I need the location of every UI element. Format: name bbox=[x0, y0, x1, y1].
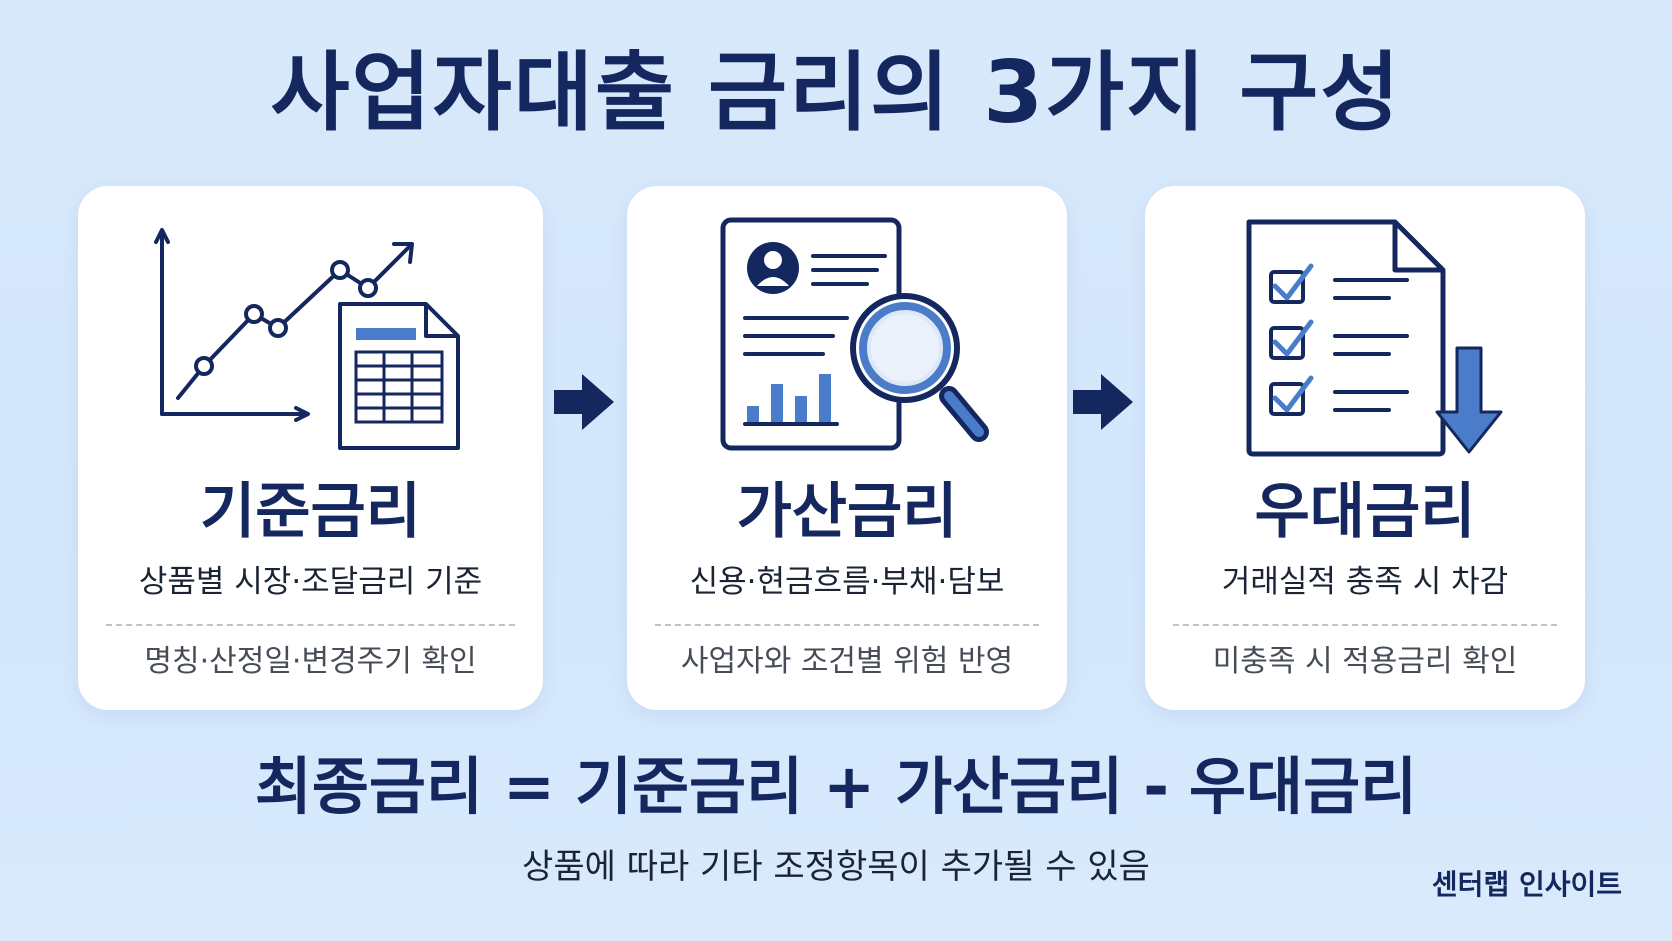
card-note: 명칭·산정일·변경주기 확인 bbox=[144, 644, 477, 679]
card-title: 우대금리 bbox=[1254, 477, 1476, 547]
card-note: 미충족 시 적용금리 확인 bbox=[1212, 644, 1518, 679]
equals-sign: = bbox=[503, 750, 555, 823]
document-profile-magnifier-icon bbox=[720, 217, 989, 451]
minus-sign: - bbox=[1143, 750, 1169, 823]
card-note: 사업자와 조건별 위험 반영 bbox=[680, 644, 1014, 679]
card-base-rate: 기준금리 상품별 시장·조달금리 기준 명칭·산정일·변경주기 확인 bbox=[78, 186, 543, 710]
card-subtitle: 상품별 시장·조달금리 기준 bbox=[138, 564, 483, 600]
checklist-document-down-arrow-icon bbox=[1246, 219, 1503, 457]
arrow-right-icon bbox=[1073, 374, 1133, 430]
divider bbox=[1173, 624, 1557, 626]
plus-sign: + bbox=[823, 750, 876, 823]
card-subtitle: 신용·현금흐름·부채·담보 bbox=[689, 564, 1005, 600]
formula: 최종금리 = 기준금리 + 가산금리-우대금리 bbox=[0, 750, 1672, 824]
card-title: 기준금리 bbox=[200, 477, 421, 547]
divider bbox=[655, 624, 1039, 626]
formula-term-base: 기준금리 bbox=[574, 750, 804, 823]
card-subtitle: 거래실적 충족 시 차감 bbox=[1221, 564, 1509, 600]
formula-term-spread: 가산금리 bbox=[895, 750, 1124, 823]
line-chart-with-spreadsheet-icon bbox=[154, 228, 460, 450]
formula-note: 상품에 따라 기타 조정항목이 추가될 수 있음 bbox=[522, 847, 1150, 887]
brand-label: 센터랩 인사이트 bbox=[1431, 868, 1622, 901]
formula-result: 최종금리 bbox=[254, 750, 483, 823]
divider bbox=[106, 624, 515, 626]
card-spread-rate: 가산금리 신용·현금흐름·부채·담보 사업자와 조건별 위험 반영 bbox=[627, 186, 1067, 710]
card-title: 가산금리 bbox=[736, 477, 958, 547]
arrow-right-icon bbox=[554, 374, 614, 430]
card-preferential-rate: 우대금리 거래실적 충족 시 차감 미충족 시 적용금리 확인 bbox=[1145, 186, 1585, 710]
page-title: 사업자대출 금리의 3가지 구성 bbox=[270, 43, 1402, 143]
formula-term-preferential: 우대금리 bbox=[1188, 750, 1418, 823]
